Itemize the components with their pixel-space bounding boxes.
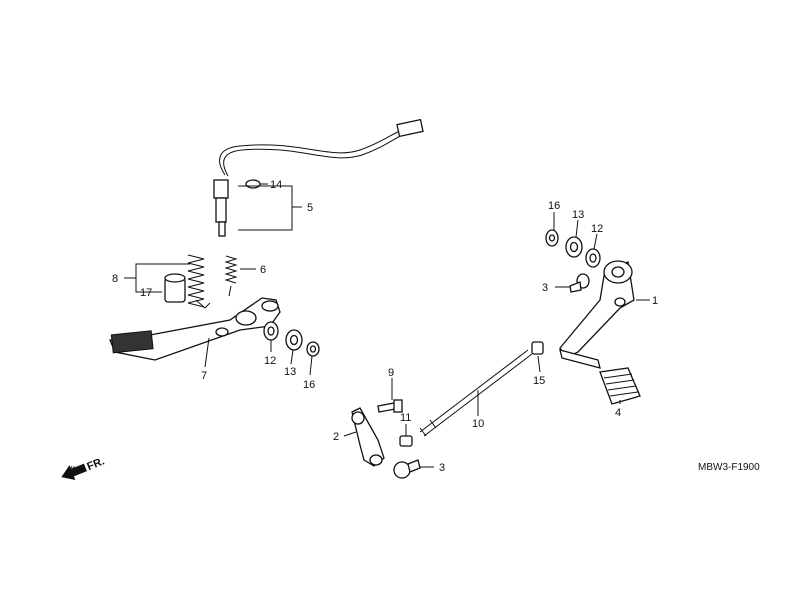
pedal-bolt (569, 273, 590, 293)
callout-12-right: 12 (591, 223, 603, 235)
callout-6: 6 (260, 264, 266, 276)
callout-15: 15 (533, 375, 545, 387)
callout-17: 17 (140, 287, 152, 299)
diagram-code: MBW3-F1900 (698, 462, 760, 473)
callout-13-left: 13 (284, 366, 296, 378)
brake-spring (187, 254, 211, 309)
callout-7: 7 (201, 370, 207, 382)
ball-joint-lower (393, 459, 421, 479)
shift-arm-bolt (377, 399, 403, 413)
callout-4: 4 (615, 407, 621, 419)
callout-13-right: 13 (572, 209, 584, 221)
brake-pedal (109, 297, 281, 361)
callout-1: 1 (652, 295, 658, 307)
gearshift-pedal (559, 260, 635, 369)
front-indicator: FR. (61, 455, 106, 481)
left-washers (263, 321, 320, 357)
front-label: FR. (85, 455, 106, 473)
callout-8: 8 (112, 273, 118, 285)
callout-12-left: 12 (264, 355, 276, 367)
tie-rod-joint (531, 341, 544, 355)
callout-3-upper: 3 (542, 282, 548, 294)
callouts: 14 5 6 8 17 7 12 13 16 9 11 2 3 10 15 16… (112, 179, 658, 474)
callout-2: 2 (333, 431, 339, 443)
callout-16-left: 16 (303, 379, 315, 391)
callout-16-right: 16 (548, 200, 560, 212)
front-arrow-icon (61, 463, 87, 481)
switch-spring (224, 255, 238, 297)
leader-lines (124, 183, 650, 468)
brake-switch-assembly (213, 118, 424, 237)
collar (164, 273, 186, 303)
nut (399, 435, 413, 447)
callout-10: 10 (472, 418, 484, 430)
callout-14: 14 (270, 179, 282, 191)
callout-3-lower: 3 (439, 462, 445, 474)
pedal-rubber (599, 367, 641, 405)
right-washers (545, 229, 601, 268)
callout-11: 11 (400, 412, 411, 424)
callout-5: 5 (307, 202, 313, 214)
callout-9: 9 (388, 367, 394, 379)
shift-arm (351, 407, 385, 467)
